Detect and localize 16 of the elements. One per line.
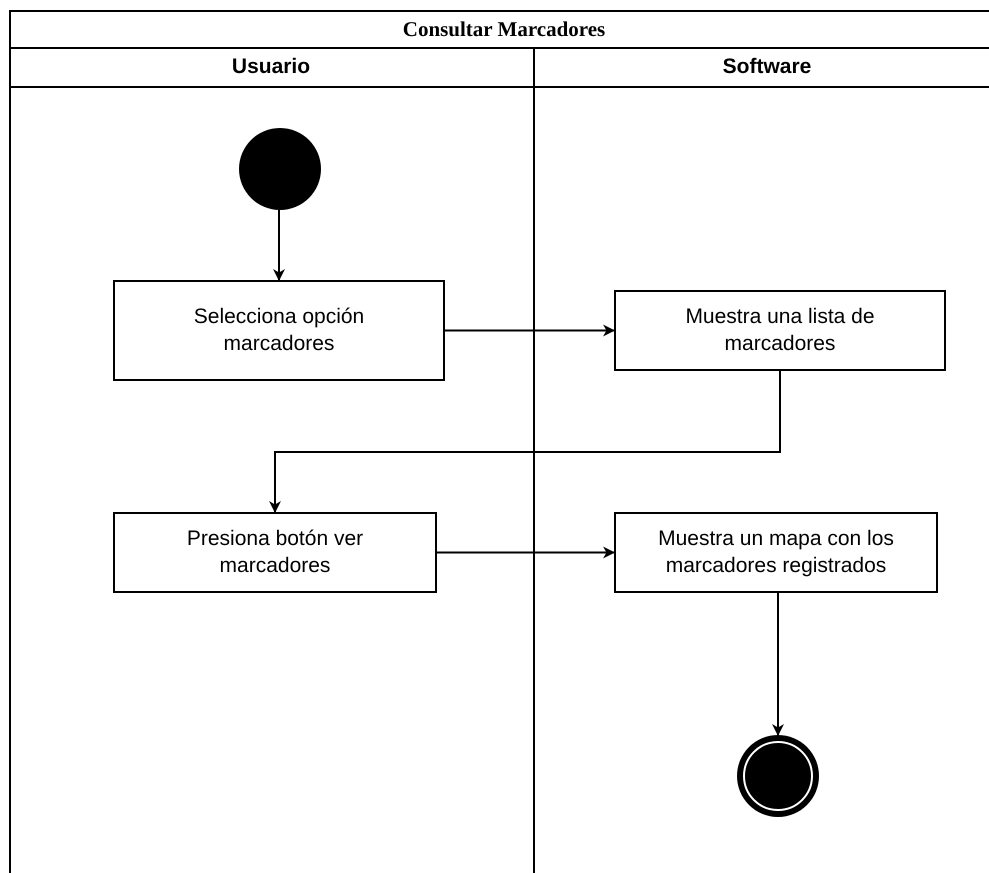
arrow xyxy=(772,593,784,736)
arrow xyxy=(445,324,615,336)
action-box: Muestra un mapa con los marcadores registrados xyxy=(614,512,938,593)
swimlane-pool xyxy=(9,10,989,873)
action-box: Muestra una lista de marcadores xyxy=(614,290,946,371)
arrow xyxy=(273,210,285,281)
lane-header: Software xyxy=(535,47,989,88)
action-box: Selecciona opción marcadores xyxy=(113,280,445,381)
swimlane-lane xyxy=(9,47,535,873)
action-box: Presiona botón ver marcadores xyxy=(113,512,437,593)
arrow xyxy=(269,371,781,513)
lane-header: Usuario xyxy=(9,47,533,88)
final-node xyxy=(737,735,819,817)
arrow xyxy=(437,546,615,558)
initial-node xyxy=(239,128,321,210)
pool-header: Consultar Marcadores xyxy=(11,12,989,49)
